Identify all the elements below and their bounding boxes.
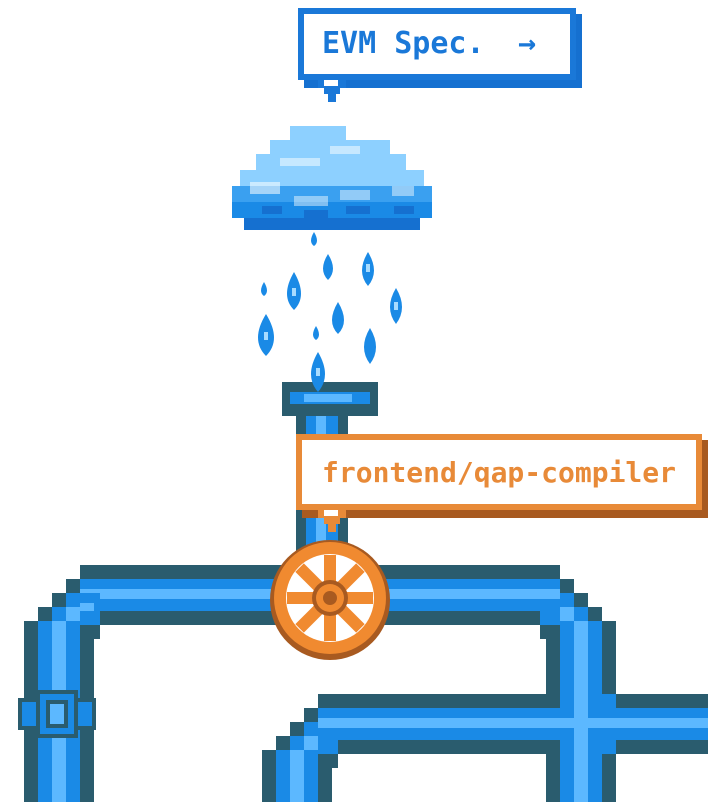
valve-wheel-icon[interactable]	[270, 540, 390, 660]
pipe-bottom-horizontal	[318, 694, 708, 754]
pipe-corner-bottom-left	[262, 708, 338, 802]
evm-spec-link[interactable]: EVM Spec. →	[298, 8, 582, 102]
pipe-joint-icon	[18, 690, 96, 738]
water-drop-icon	[258, 232, 402, 392]
cloud-icon	[232, 126, 432, 230]
arrow-right-icon: →	[518, 26, 536, 61]
compiler-label-text: frontend/qap-compiler	[322, 456, 676, 489]
evm-spec-label: EVM Spec.	[322, 26, 485, 61]
pipe-cap	[282, 382, 378, 416]
compiler-label[interactable]: frontend/qap-compiler	[296, 434, 708, 532]
pipe-corner-top-right	[540, 579, 616, 802]
